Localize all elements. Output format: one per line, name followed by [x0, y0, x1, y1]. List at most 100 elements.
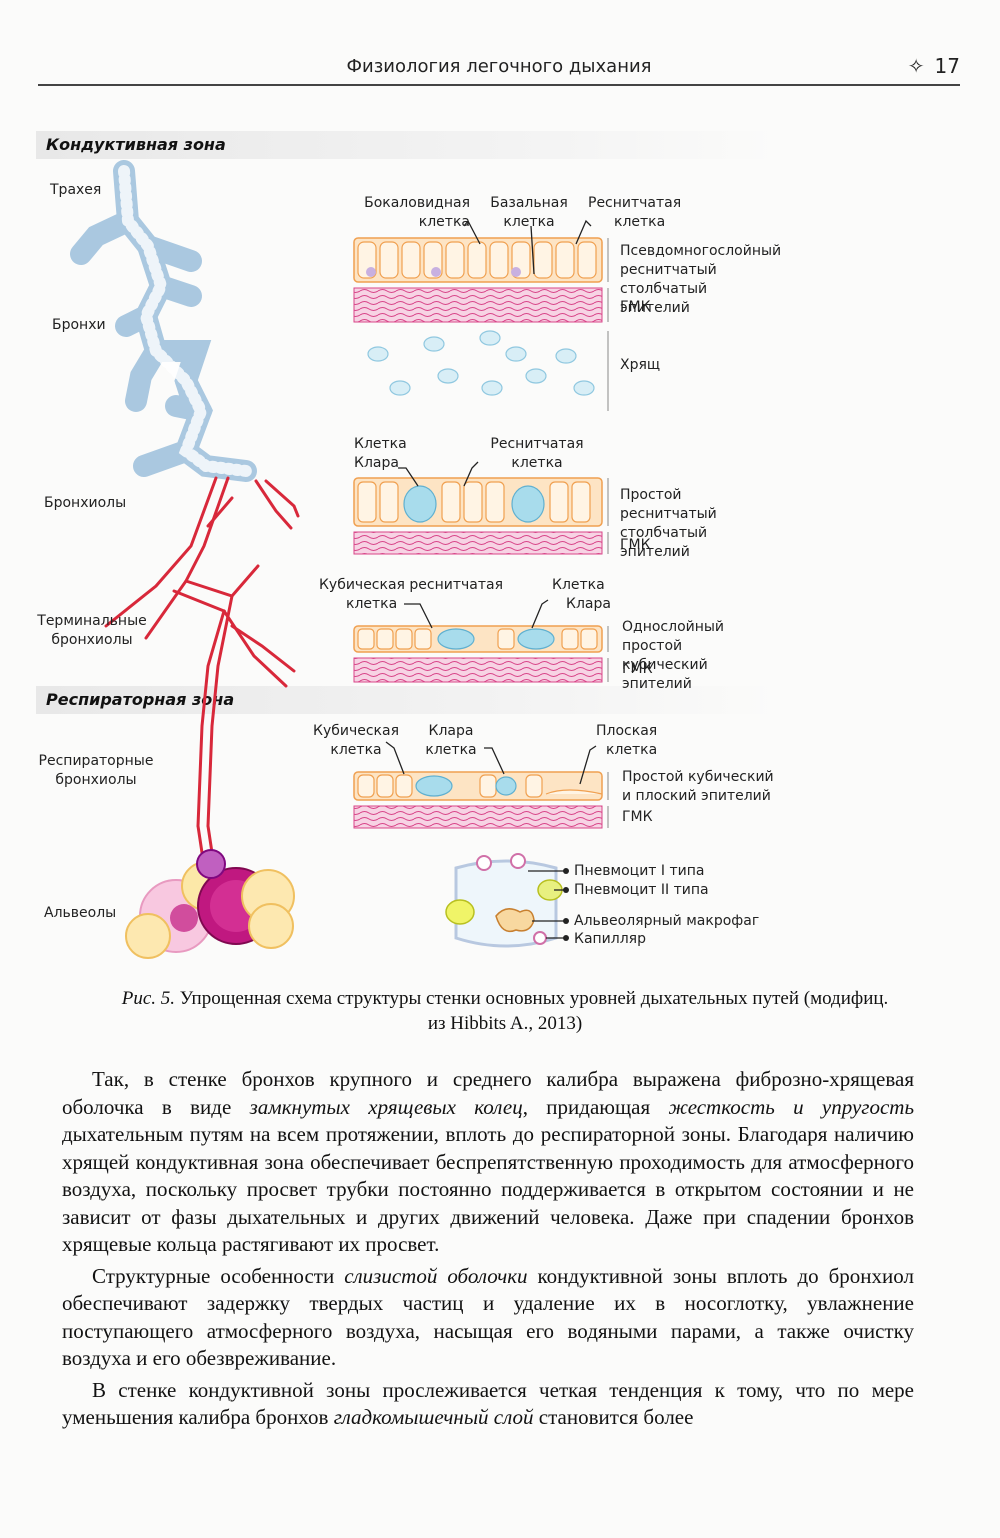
panel-alveoli-wall — [445, 853, 569, 948]
label-cuboidal-squamous-epithelium: Простой кубический и плоский эпителий — [622, 768, 774, 806]
caption-line2: из Hibbits A., 2013) — [427, 1013, 583, 1034]
label-goblet-line2: клетка — [418, 214, 470, 230]
label-clara3-line1: Клара — [428, 723, 474, 739]
p3-text-a: В стенке кондуктивной зоны прослеживаетс… — [62, 1377, 914, 1430]
p1-italic-rigidity: жесткость и упругость — [668, 1094, 914, 1119]
label-capillary: Капилляр — [574, 931, 646, 947]
label-cuboidal-epi-line1: Однослойный простой — [622, 619, 725, 654]
running-header: Физиология легочного дыхания ✧ 17 — [38, 50, 960, 86]
caption-figure-number: Рис. 5. — [121, 988, 176, 1009]
label-terminal-bronchioles: Терминальные бронхиолы — [36, 612, 148, 650]
label-cuboidal-line2: клетка — [330, 742, 382, 758]
panel-terminal-wall — [353, 599, 609, 683]
p3-italic-smooth-muscle: гладкомышечный слой — [333, 1405, 534, 1429]
label-simple-line1: Простой реснитчатый — [620, 487, 717, 522]
label-clara1-line2: Клара — [354, 455, 399, 471]
label-basal-line1: Базальная — [490, 195, 568, 211]
label-pseudo-line1: Псевдомногослойный — [620, 243, 782, 259]
zone-band-respiratory: Респираторная зона — [36, 686, 776, 714]
label-pseudostratified-epithelium: Псевдомногослойный реснитчатый столбчатый… — [620, 242, 781, 318]
paragraph-3: В стенке кондуктивной зоны прослеживаетс… — [62, 1377, 914, 1432]
label-smooth-muscle-1: ГМК — [620, 299, 651, 315]
p2-text-a: Структурные особенности — [92, 1263, 345, 1288]
label-goblet-line1: Бокаловидная — [364, 195, 470, 211]
p2-text-c: кондуктивной зоны вплоть до бронхиол обе… — [62, 1263, 914, 1371]
caption-text: Упрощенная схема структуры стенки основн… — [179, 988, 889, 1009]
label-squamous-cell: Плоская клетка — [596, 722, 657, 760]
label-cuboidal-line1: Кубическая — [313, 723, 399, 739]
label-bronchi: Бронхи — [52, 317, 106, 333]
label-trachea: Трахея — [50, 182, 102, 198]
label-clara1-line1: Клетка — [354, 436, 407, 452]
alveoli-cluster — [125, 849, 295, 959]
caption-line1: Рис. 5. Упрощенная схема структуры стенк… — [50, 986, 960, 1011]
page-number: ✧ 17 — [908, 54, 960, 78]
label-pneumocyte-type2: Пневмоцит II типа — [574, 882, 709, 898]
label-smooth-muscle-4: ГМК — [622, 809, 653, 825]
p1-text-c: , придающая — [522, 1094, 669, 1119]
label-goblet-cell: Бокаловидная клетка — [320, 194, 470, 232]
label-cuboidal-ciliated-line2: клетка — [346, 596, 398, 612]
label-cuboidal-ciliated-cell: Кубическая реснитчатая клетка — [306, 576, 516, 614]
body-text: Так, в стенке бронхов крупного и среднег… — [62, 1066, 914, 1432]
label-terminal-line2: бронхиолы — [51, 632, 133, 648]
label-smooth-muscle-2: ГМК — [620, 537, 651, 553]
zone-title-respiratory: Респираторная зона — [46, 690, 235, 709]
p3-text-c: становится более — [533, 1405, 694, 1429]
figure-artwork — [70, 160, 609, 959]
airway-tree-cartilage — [70, 160, 257, 482]
zone-title-conductive: Кондуктивная зона — [46, 135, 226, 154]
panel-bronchi-wall — [353, 219, 609, 411]
p1-text-e: дыхательным путям на всем протяжении, вп… — [62, 1122, 914, 1256]
label-cartilage: Хрящ — [620, 357, 661, 373]
label-cuboidal-epi-line2: кубический эпителий — [622, 657, 708, 692]
ornament-icon: ✧ — [907, 54, 925, 78]
label-cuboidal-cell: Кубическая клетка — [306, 722, 406, 760]
label-basal-cell: Базальная клетка — [476, 194, 582, 232]
label-respiratory-bronchioles: Респираторные бронхиолы — [36, 752, 156, 790]
panel-respiratory-wall — [353, 741, 609, 829]
paragraph-2: Структурные особенности слизистой оболоч… — [62, 1263, 914, 1373]
label-clara3-line2: клетка — [425, 742, 477, 758]
airway-tree-bronchioles — [104, 476, 300, 868]
label-clara2-line2: Клара — [566, 596, 611, 612]
label-ciliated2-line2: клетка — [511, 455, 563, 471]
label-terminal-line1: Терминальные — [37, 613, 147, 629]
label-ciliated1-line2: клетка — [614, 214, 666, 230]
label-squamous-line1: Плоская — [596, 723, 658, 739]
label-smooth-muscle-3: ГМК — [622, 661, 653, 677]
paragraph-1: Так, в стенке бронхов крупного и среднег… — [62, 1066, 914, 1259]
label-ciliated-cell-2: Реснитчатая клетка — [482, 435, 592, 473]
label-ciliated-cell-1: Реснитчатая клетка — [588, 194, 681, 232]
p1-text-a: Так, в стенке бронхов крупного и среднег… — [62, 1067, 914, 1119]
label-ciliated2-line1: Реснитчатая — [490, 436, 584, 452]
label-cuboidal-ciliated-line1: Кубическая реснитчатая — [318, 577, 504, 593]
label-simple-line2: столбчатый эпителий — [620, 525, 708, 560]
label-bronchioles: Бронхиолы — [44, 495, 127, 511]
label-resp-line2: бронхиолы — [55, 772, 137, 788]
label-clara-cell-3: Клара клетка — [416, 722, 486, 760]
page-number-value: 17 — [934, 54, 960, 78]
label-basal-line2: клетка — [503, 214, 555, 230]
zone-band-conductive: Кондуктивная зона — [36, 131, 776, 159]
label-pneumocyte-type1: Пневмоцит I типа — [574, 863, 705, 879]
running-header-title: Физиология легочного дыхания — [346, 56, 652, 77]
label-resp-epi-line1: Простой кубический — [622, 769, 774, 785]
label-resp-line1: Респираторные — [38, 753, 154, 769]
figure-airway-structure: Кондуктивная зона Респираторная зона — [36, 126, 781, 976]
label-squamous-line2: клетка — [606, 742, 658, 758]
label-alveoli: Альвеолы — [44, 905, 117, 921]
p1-italic-rings: замкнутых хрящевых колец — [249, 1094, 523, 1119]
panel-bronchioles-wall — [353, 461, 609, 555]
label-resp-epi-line2: и плоский эпителий — [622, 788, 771, 804]
label-alveolar-macrophage: Альвеолярный макрофаг — [574, 913, 760, 929]
p2-italic-mucosa: слизистой оболочки — [344, 1263, 528, 1288]
label-clara2-line1: Клетка — [552, 577, 605, 593]
label-pseudo-line2: реснитчатый столбчатый эпителий — [620, 262, 717, 316]
label-ciliated1-line1: Реснитчатая — [588, 195, 682, 211]
figure-caption: Рис. 5. Упрощенная схема структуры стенк… — [50, 986, 960, 1036]
